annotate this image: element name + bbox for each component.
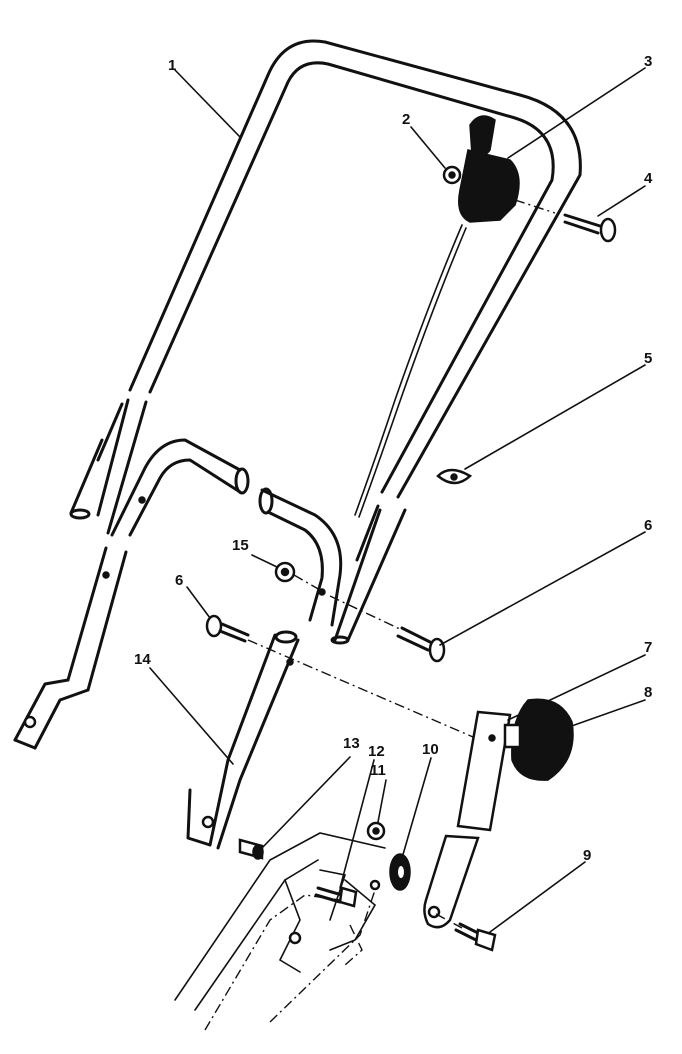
callout-7: 7 <box>644 639 652 656</box>
mower-deck-icon <box>174 832 386 1031</box>
callout-15: 15 <box>232 537 249 554</box>
wave-washer-icon <box>389 853 411 891</box>
callout-6: 6 <box>644 517 652 534</box>
leader-lines <box>149 67 646 933</box>
callout-labels: 1 2 3 4 5 6 6 7 8 9 10 11 12 13 14 15 <box>134 53 653 864</box>
cable-clip-icon <box>436 468 473 485</box>
callout-6-left: 6 <box>175 572 183 589</box>
bushing-icon <box>238 838 264 860</box>
lock-nut-icon <box>442 165 462 185</box>
lower-handle-icon <box>186 630 300 850</box>
carriage-bolt-icon <box>563 213 617 243</box>
callout-8: 8 <box>644 684 652 701</box>
callout-5: 5 <box>644 350 652 367</box>
callout-4: 4 <box>644 170 653 187</box>
callout-9: 9 <box>583 847 591 864</box>
callout-3: 3 <box>644 53 652 70</box>
callout-13: 13 <box>343 735 360 752</box>
callout-12: 12 <box>368 743 385 760</box>
throttle-control-icon <box>354 115 556 518</box>
middle-tube-icon <box>110 438 343 627</box>
lock-nut-icon <box>274 561 321 591</box>
handle-knob-icon <box>503 698 574 781</box>
handle-bracket-icon <box>423 710 512 929</box>
callout-2: 2 <box>402 111 410 128</box>
upper-handle-icon <box>69 39 582 645</box>
left-lower-tube-icon <box>13 546 128 750</box>
carriage-bolt-icon <box>205 614 481 741</box>
callout-1: 1 <box>168 57 176 74</box>
callout-10: 10 <box>422 741 439 758</box>
cap-screw-icon <box>435 913 497 952</box>
callout-11: 11 <box>370 762 386 779</box>
lock-nut-icon <box>366 821 386 841</box>
callout-14: 14 <box>134 651 151 668</box>
